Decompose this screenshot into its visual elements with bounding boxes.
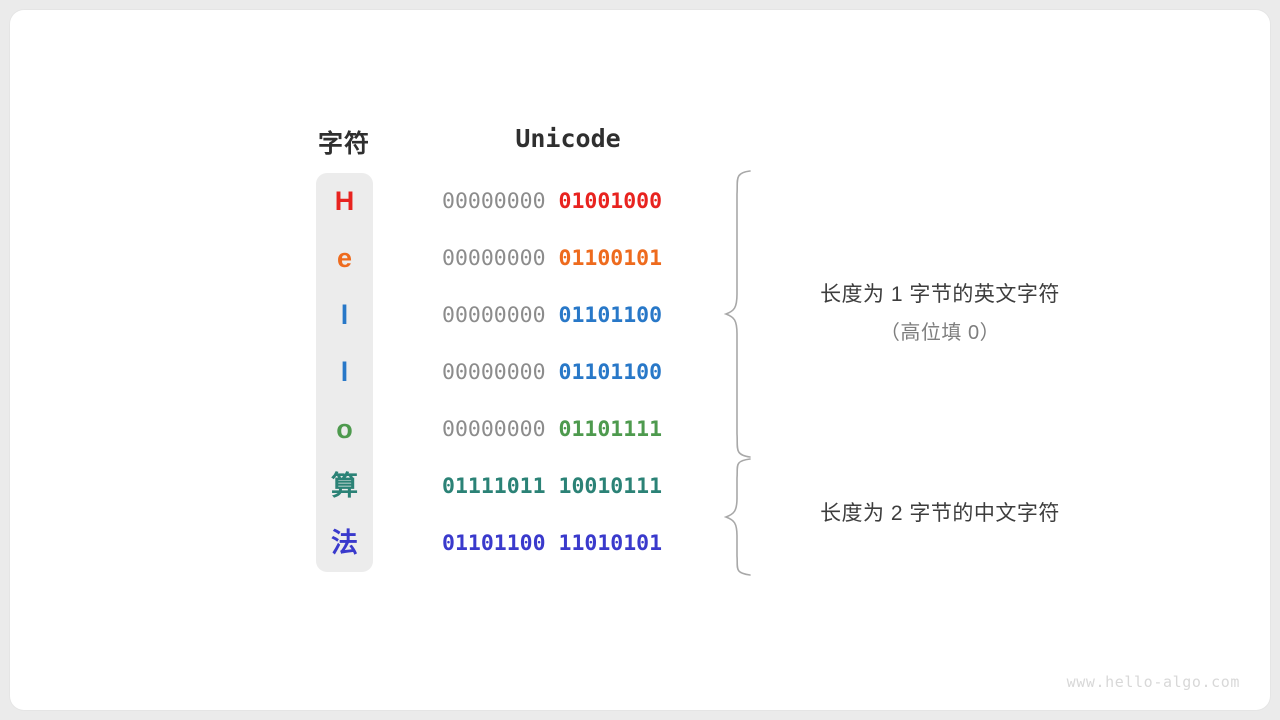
binary-low-byte: 11010101	[558, 531, 663, 556]
binary-high-byte: 00000000	[442, 417, 546, 442]
watermark-url: www.hello-algo.com	[1066, 673, 1240, 691]
annotation-one-byte-main: 长度为 1 字节的英文字符	[820, 283, 1060, 306]
column-header-unicode: Unicode	[515, 124, 621, 153]
character-cell: l	[340, 300, 349, 330]
annotation-two-byte-main: 长度为 2 字节的中文字符	[820, 502, 1060, 525]
character-cell: 算	[331, 471, 358, 501]
brace-two-byte	[724, 458, 751, 576]
binary-high-byte: 00000000	[442, 360, 546, 385]
binary-low-byte: 10010111	[558, 474, 663, 499]
binary-high-byte: 01101100	[442, 531, 546, 556]
binary-row: 00000000 01101111	[442, 401, 694, 458]
binary-high-byte: 00000000	[442, 189, 546, 214]
diagram-canvas: 字符 Unicode H 00000000 01001000 e 00000000 0…	[10, 10, 1270, 710]
binary-low-byte: 01001000	[558, 189, 663, 214]
binary-row: 00000000 01101100	[442, 344, 694, 401]
binary-high-byte: 01111011	[442, 474, 546, 499]
binary-row: 00000000 01100101	[442, 230, 694, 287]
binary-low-byte: 01101100	[558, 303, 663, 328]
binary-low-byte: 01101111	[558, 417, 663, 442]
character-column-background	[316, 173, 373, 572]
character-cell: e	[336, 243, 353, 273]
binary-high-byte: 00000000	[442, 246, 546, 271]
binary-row: 01111011 10010111	[442, 458, 694, 515]
character-cell: o	[336, 414, 353, 444]
character-cell: H	[334, 186, 355, 216]
binary-row: 01101100 11010101	[442, 515, 694, 572]
annotation-one-byte-sub: （高位填 0）	[879, 322, 1001, 344]
binary-high-byte: 00000000	[442, 303, 546, 328]
brace-one-byte	[724, 170, 751, 458]
annotation-one-byte: 长度为 1 字节的英文字符 （高位填 0）	[778, 278, 1102, 345]
binary-low-byte: 01100101	[558, 246, 663, 271]
character-cell: l	[340, 357, 349, 387]
binary-low-byte: 01101100	[558, 360, 663, 385]
binary-row: 00000000 01101100	[442, 287, 694, 344]
column-header-character: 字符	[317, 130, 370, 158]
annotation-two-byte: 长度为 2 字节的中文字符	[778, 497, 1102, 527]
character-cell: 法	[331, 528, 358, 558]
binary-row: 00000000 01001000	[442, 173, 694, 230]
